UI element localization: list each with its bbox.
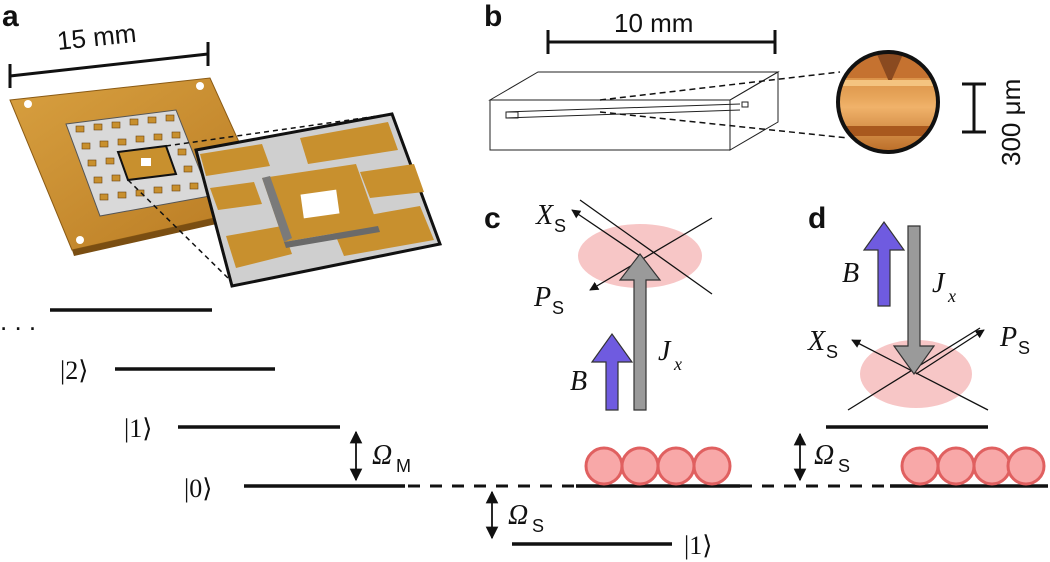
xs-sub-d: S — [826, 342, 838, 362]
jx-label-d: J — [932, 268, 946, 299]
jx-arrow-d — [892, 225, 936, 376]
scale-label-300um: 300 μm — [996, 79, 1026, 166]
xs-sub-c: S — [554, 216, 566, 236]
cell-zoom-line-bottom — [599, 111, 849, 139]
scale-bar-300um: 300 μm — [962, 79, 1026, 166]
atom-ensemble-d — [900, 446, 1046, 486]
scale-label-15mm: 15 mm — [55, 18, 137, 56]
ps-label-d: P — [999, 322, 1017, 353]
b-label-c: B — [570, 366, 587, 397]
scale-label-10mm: 10 mm — [614, 8, 693, 38]
xs-label-d: X — [807, 326, 826, 357]
xs-axis-d — [851, 339, 989, 411]
zoom-line-bottom — [127, 179, 231, 281]
jx-arrow-c — [618, 253, 662, 411]
ps-sub-c: S — [552, 298, 564, 318]
atom-ensemble-c — [584, 446, 732, 486]
ket-1-label: |1⟩ — [124, 414, 152, 443]
channel-microscope-inset — [836, 50, 940, 154]
membrane-zoom-inset — [194, 112, 443, 288]
ket-0-label: |0⟩ — [184, 474, 212, 503]
scale-bar-15mm: 15 mm — [8, 18, 210, 88]
ps-sub-d: S — [1018, 338, 1030, 358]
omega-s-upper-label: Ω — [814, 440, 834, 471]
vapor-cell — [488, 71, 780, 151]
xs-axis-c — [571, 209, 641, 257]
scale-bar-10mm: 10 mm — [546, 8, 777, 54]
omega-s-upper-subscript: S — [838, 456, 850, 476]
ket-1-lower-label: |1⟩ — [684, 531, 712, 560]
ps-axis-c — [589, 217, 713, 291]
axis-line-c-1 — [579, 199, 713, 295]
b-arrow-c — [590, 332, 634, 411]
panel-label-d: d — [808, 202, 826, 235]
level-ellipsis: . . . — [0, 306, 36, 336]
panel-label-a: a — [2, 0, 19, 33]
xs-label-c: X — [535, 200, 554, 231]
omega-s-lower-subscript: S — [532, 516, 544, 536]
jx-sub-d: x — [947, 286, 956, 306]
zoom-line-top — [165, 113, 393, 147]
jx-sub-c: x — [673, 354, 682, 374]
panel-label-c: c — [484, 202, 501, 235]
ket-2-label: |2⟩ — [60, 356, 88, 385]
ps-axis-d — [915, 329, 985, 375]
omega-m-label: Ω — [372, 440, 392, 471]
omega-m-subscript: M — [396, 456, 411, 476]
jx-label-c: J — [658, 336, 672, 367]
ps-label-c: P — [533, 282, 551, 313]
panel-label-b: b — [484, 0, 502, 33]
omega-s-lower-label: Ω — [508, 500, 528, 531]
cell-zoom-line-top — [599, 71, 841, 101]
b-arrow-d — [862, 220, 906, 307]
b-label-d: B — [842, 258, 859, 289]
